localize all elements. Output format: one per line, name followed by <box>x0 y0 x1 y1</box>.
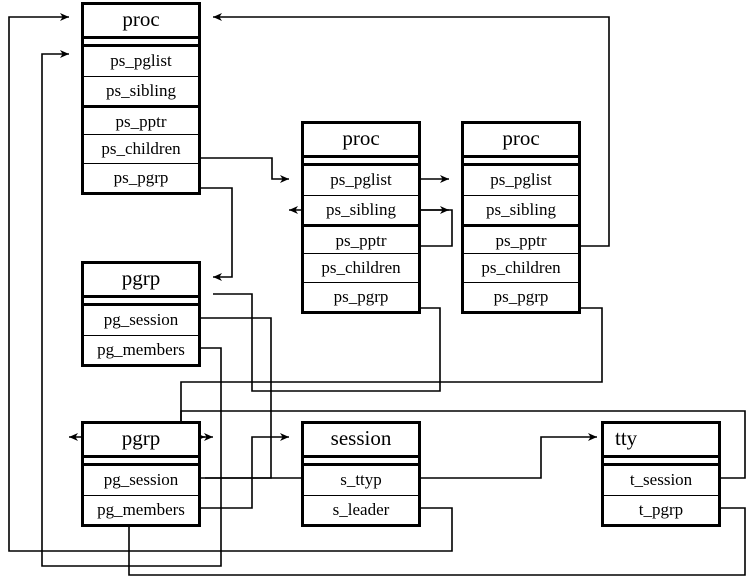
struct-box-pgrp-2[interactable]: pgrp pg_session pg_members <box>81 421 201 527</box>
title-separator <box>84 295 198 298</box>
field-ps-pptr[interactable]: ps_pptr <box>464 224 578 253</box>
title-separator <box>464 155 578 158</box>
struct-title: proc <box>464 124 578 155</box>
title-gap <box>464 158 578 163</box>
struct-title: session <box>304 424 418 455</box>
struct-box-tty[interactable]: tty t_session t_pgrp <box>601 421 721 527</box>
field-ps-sibling[interactable]: ps_sibling <box>84 76 198 105</box>
field-ps-pglist[interactable]: ps_pglist <box>304 166 418 195</box>
fields-separator <box>304 163 418 166</box>
title-gap <box>84 458 198 463</box>
title-gap <box>304 158 418 163</box>
title-gap <box>84 298 198 303</box>
field-ps-children[interactable]: ps_children <box>304 253 418 282</box>
struct-title: proc <box>304 124 418 155</box>
field-ps-pptr[interactable]: ps_pptr <box>304 224 418 253</box>
title-gap <box>84 39 198 44</box>
field-pg-members[interactable]: pg_members <box>84 495 198 524</box>
title-separator <box>604 455 718 458</box>
struct-title: pgrp <box>84 424 198 455</box>
wire-session-ttyp-to-tty-title <box>421 433 597 479</box>
wire-pgrp1-session-to-pgrp2-area <box>201 317 272 479</box>
title-separator <box>84 36 198 39</box>
field-t-session[interactable]: t_session <box>604 466 718 495</box>
field-pg-members[interactable]: pg_members <box>84 335 198 364</box>
field-pg-session[interactable]: pg_session <box>84 466 198 495</box>
struct-title: pgrp <box>84 264 198 295</box>
wire-proc3-pgrp-to-pgrp2-title <box>180 307 603 441</box>
field-ps-sibling[interactable]: ps_sibling <box>464 195 578 224</box>
field-ps-pglist[interactable]: ps_pglist <box>464 166 578 195</box>
struct-box-proc-3[interactable]: proc ps_pglist ps_sibling ps_pptr ps_chi… <box>461 121 581 314</box>
fields-separator <box>84 303 198 306</box>
fields-separator <box>604 463 718 466</box>
field-ps-pgrp[interactable]: ps_pgrp <box>304 282 418 311</box>
field-ps-pptr[interactable]: ps_pptr <box>84 105 198 134</box>
field-ps-pgrp[interactable]: ps_pgrp <box>464 282 578 311</box>
struct-title: proc <box>84 5 198 36</box>
struct-box-proc-1[interactable]: proc ps_pglist ps_sibling ps_pptr ps_chi… <box>81 2 201 195</box>
title-separator <box>84 455 198 458</box>
field-pg-session[interactable]: pg_session <box>84 306 198 335</box>
field-ps-children[interactable]: ps_children <box>84 134 198 163</box>
title-separator <box>304 455 418 458</box>
field-ps-pglist[interactable]: ps_pglist <box>84 47 198 76</box>
field-ps-sibling[interactable]: ps_sibling <box>304 195 418 224</box>
fields-separator <box>304 463 418 466</box>
wire-proc1-pgrp-to-pgrp1-title <box>201 187 233 281</box>
struct-title: tty <box>604 424 718 455</box>
struct-box-pgrp-1[interactable]: pgrp pg_session pg_members <box>81 261 201 367</box>
field-ps-pgrp[interactable]: ps_pgrp <box>84 163 198 192</box>
field-t-pgrp[interactable]: t_pgrp <box>604 495 718 524</box>
title-gap <box>304 458 418 463</box>
field-ps-children[interactable]: ps_children <box>464 253 578 282</box>
title-gap <box>604 458 718 463</box>
fields-separator <box>464 163 578 166</box>
fields-separator <box>84 463 198 466</box>
struct-box-session[interactable]: session s_ttyp s_leader <box>301 421 421 527</box>
wire-proc1-children-to-proc2-pglist <box>201 157 289 183</box>
struct-box-proc-2[interactable]: proc ps_pglist ps_sibling ps_pptr ps_chi… <box>301 121 421 314</box>
wire-pgrp2-members-to-session-title <box>201 433 289 509</box>
fields-separator <box>84 44 198 47</box>
title-separator <box>304 155 418 158</box>
field-s-leader[interactable]: s_leader <box>304 495 418 524</box>
field-s-ttyp[interactable]: s_ttyp <box>304 466 418 495</box>
